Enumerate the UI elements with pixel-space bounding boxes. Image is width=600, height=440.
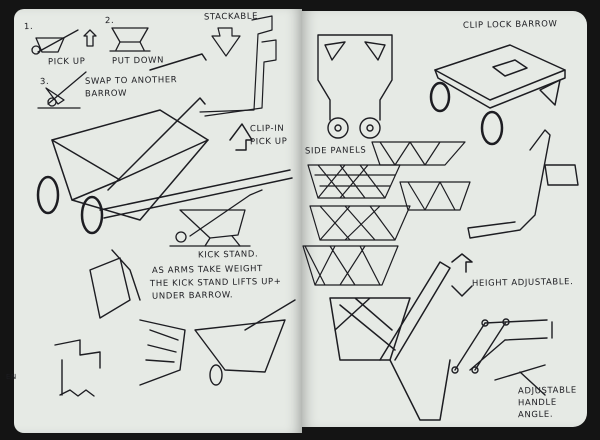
page-edge-text: EN (5, 372, 17, 382)
pick-up-label: PICK UP (47, 56, 86, 68)
note-line3: UNDER BARROW. (151, 290, 234, 302)
clip-lock-barrow-sketch (429, 44, 566, 146)
stackable-label: STACKABLE (203, 11, 259, 23)
clip-detail-sketch (467, 129, 579, 239)
mini-barrow-putdown-sketch (109, 27, 151, 52)
stackable-sketch (199, 15, 277, 117)
swap-label-line1: SWAP TO ANOTHER (84, 75, 178, 87)
clip-lock-barrow-label: CLIP LOCK BARROW (462, 19, 558, 31)
side-panels-sketch (302, 141, 471, 286)
side-panels-label: SIDE PANELS (304, 145, 367, 157)
clip-in-label-line1: CLIP-IN (249, 123, 285, 135)
large-wheelbarrow-sketch (36, 53, 293, 235)
mini-barrow-pickup-sketch (31, 29, 97, 55)
clip-in-label-line2: PICK UP (249, 136, 288, 148)
step-1-number: 1. (23, 21, 34, 33)
swap-label-line2: BARROW (84, 88, 128, 100)
adjustable-handle-line1: ADJUSTABLE (517, 385, 577, 397)
small-tub-barrow-sketch (194, 299, 296, 386)
put-down-label: PUT DOWN (111, 55, 165, 67)
height-adjustable-label: HEIGHT ADJUSTABLE. (471, 277, 574, 289)
kick-stand-label: KICK STAND. (197, 249, 259, 261)
kickstand-barrow-sketch (169, 189, 263, 247)
adjustable-handle-line3: ANGLE. (517, 409, 554, 421)
mini-barrow-swap-sketch (37, 71, 87, 109)
adjustable-handle-line2: HANDLE (517, 397, 557, 409)
kickstand-detail-sketch (54, 249, 186, 397)
note-line1: AS ARMS TAKE WEIGHT (151, 264, 264, 276)
adjustable-handle-sketch (451, 318, 553, 396)
handle-frame-sketch (329, 253, 473, 421)
step-2-number: 2. (104, 15, 115, 27)
frame-front-view-sketch (317, 34, 393, 139)
step-3-number: 3. (39, 76, 50, 88)
